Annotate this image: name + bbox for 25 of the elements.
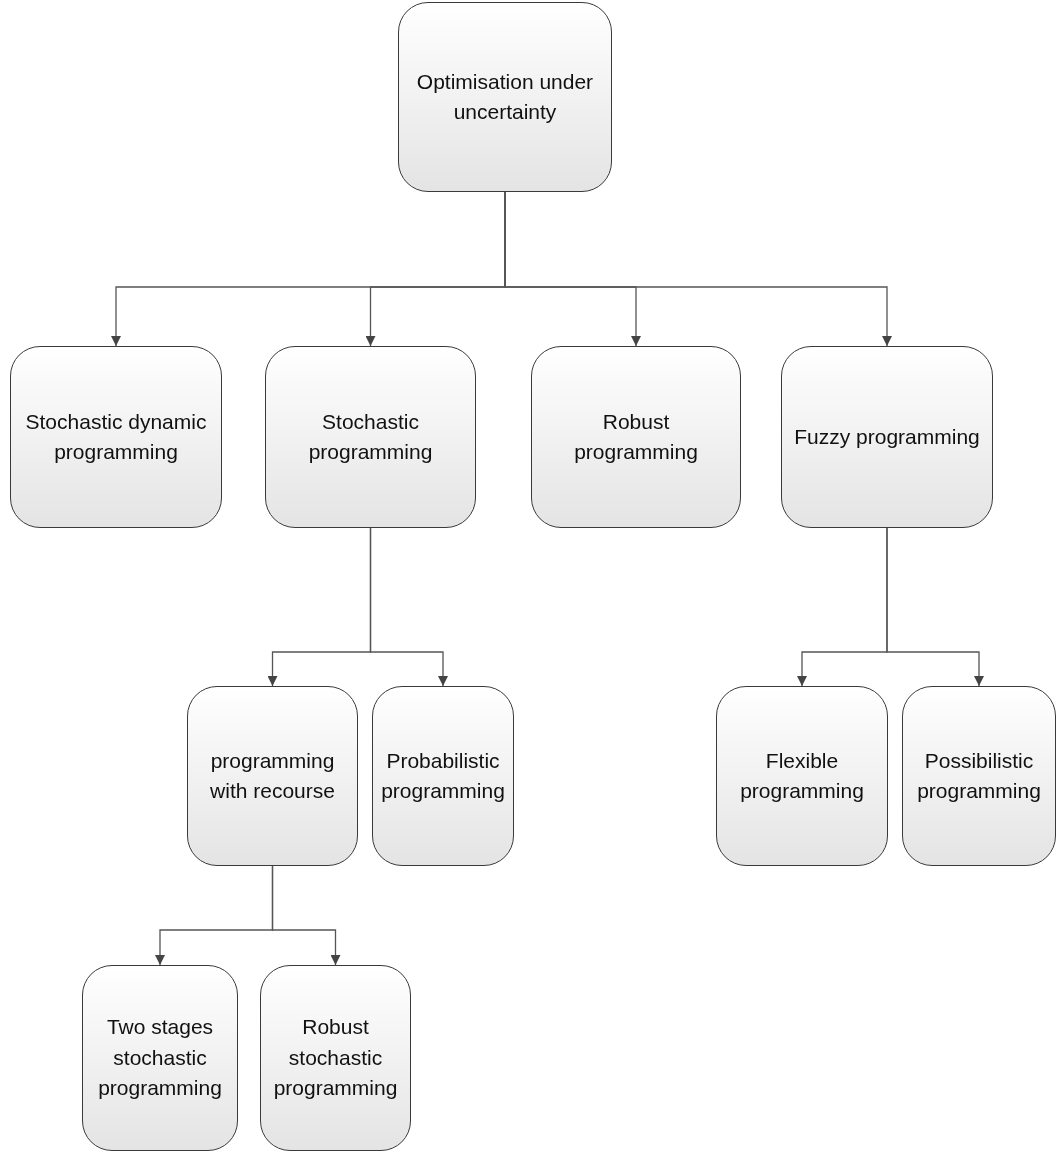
node-label: Probabilistic programming: [380, 747, 506, 804]
rounded-box: [10, 346, 222, 528]
rounded-box: [187, 686, 358, 866]
node-label: Fuzzy programming: [793, 423, 981, 450]
node-label: programming with recourse: [209, 747, 336, 804]
rounded-box: [781, 346, 993, 528]
node-label: Optimisation under uncertainty: [415, 68, 595, 125]
rounded-box: [265, 346, 476, 528]
node-label: Stochastic programming: [307, 408, 434, 465]
rounded-box: [372, 686, 514, 866]
node-label: Stochastic dynamic programming: [24, 408, 208, 465]
rounded-box: [716, 686, 888, 866]
arrow: [886, 527, 984, 687]
arrow: [271, 865, 341, 966]
node-label: Two stages stochastic programming: [97, 1014, 223, 1102]
rounded-box: [531, 346, 741, 528]
rounded-box: [260, 965, 411, 1151]
rounded-box: [82, 965, 238, 1151]
node-label: Robust stochastic programming: [272, 1014, 399, 1102]
arrow: [369, 527, 448, 687]
node-label: Possibilistic programming: [916, 747, 1042, 804]
rounded-box: [398, 2, 612, 192]
rounded-box: [902, 686, 1056, 866]
node-label: Robust programming: [573, 408, 699, 465]
node-label: Flexible programming: [739, 747, 865, 804]
